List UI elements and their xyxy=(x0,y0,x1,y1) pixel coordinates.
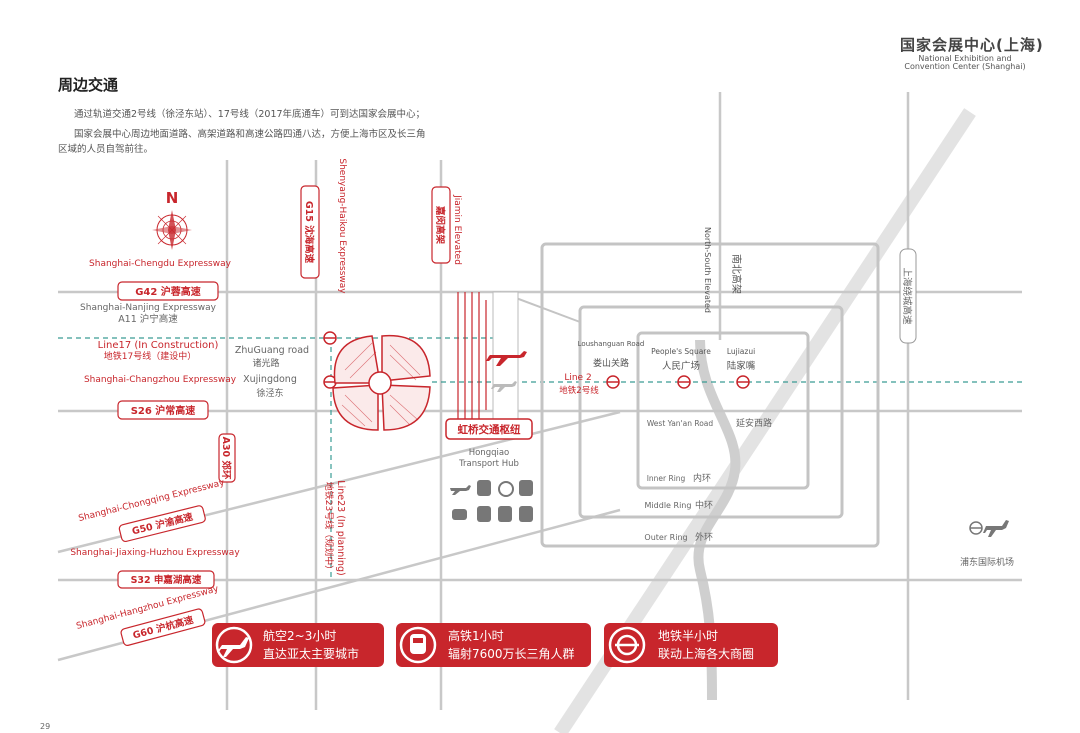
zhuguang-chinese-label: 诸光路 xyxy=(252,357,279,369)
banner-rail: 高铁1小时 辐射7600万长三角人群 xyxy=(396,623,591,667)
g15-badge xyxy=(300,185,320,279)
g42-badge xyxy=(117,281,219,301)
inner-ring xyxy=(636,331,810,490)
intro-text-1: 通过轨道交通2号线（徐泾东站）、17号线（2017年底通车）可到达国家会展中心； xyxy=(74,109,426,120)
outer-expressway-label: 上海绕城高速 xyxy=(901,267,913,325)
lujiazui-english-label: Lujiazui xyxy=(727,347,755,356)
g15-badge-label: G15 沈海高速 xyxy=(303,201,315,264)
bus-icon xyxy=(477,480,491,496)
a11-english-label: Shanghai-Nanjing Expressway xyxy=(80,303,217,313)
logo-subtitle-line2: Convention Center (Shanghai) xyxy=(904,62,1026,71)
xujingdong-english-label: Xujingdong xyxy=(243,374,297,385)
compass-north-label: N xyxy=(166,189,179,207)
hub-english-label-2: Transport Hub xyxy=(458,459,519,469)
line2-chinese-label: 地铁2号线 xyxy=(559,385,599,396)
metro-station-icon xyxy=(323,331,337,345)
zhuguang-english-label: ZhuGuang road xyxy=(235,345,309,356)
line23-english-label: Line23 (In planning) xyxy=(335,480,346,575)
banner-metro-line2: 联动上海各大商圈 xyxy=(658,646,754,661)
banner-rail-line1: 高铁1小时 xyxy=(448,628,504,643)
outer-ring xyxy=(540,242,880,548)
airplane-icon xyxy=(983,520,1009,537)
airplane-icon xyxy=(217,637,249,657)
airplane-icon xyxy=(450,485,471,495)
jiamin-badge xyxy=(431,186,451,264)
intro-text-2: 国家会展中心周边地面道路、高架道路和高速公路四通八达，方便上海市区及长三角 xyxy=(74,129,426,140)
logo-subtitle-line1: National Exhibition and xyxy=(918,54,1012,63)
peoples-square-chinese-label: 人民广场 xyxy=(662,360,700,372)
outer-ring-chinese-label: 外环 xyxy=(695,531,713,543)
train-icon xyxy=(410,634,426,654)
venue-hatch xyxy=(341,342,421,427)
jiamin-english-label: Jiamin Elevated xyxy=(452,194,462,265)
line23-chinese-label: 地铁23号线（规划中） xyxy=(323,482,335,574)
page-number: 29 xyxy=(40,722,51,731)
jiamin-badge-label: 嘉闵高架 xyxy=(434,205,446,245)
lujiazui-chinese-label: 陆家嘴 xyxy=(727,360,756,372)
bus-icon xyxy=(477,506,491,522)
metro-icon xyxy=(969,521,983,535)
s32-badge-label: S32 申嘉湖高速 xyxy=(131,574,202,586)
hongqiao-rail-tracks xyxy=(457,292,487,420)
train-icon xyxy=(519,480,533,496)
north-south-chinese-label: 南北高架 xyxy=(730,254,743,294)
s26-english-label: Shanghai-Changzhou Expressway xyxy=(84,375,237,385)
g60-badge xyxy=(120,608,206,646)
a30-badge-label: A30 郊环 xyxy=(220,437,232,480)
banner-rail-line2: 辐射7600万长三角人群 xyxy=(448,646,575,661)
g50-badge xyxy=(118,505,206,543)
intro-text-3: 区域的人员自驾前往。 xyxy=(58,144,154,155)
banner-air-line1: 航空2~3小时 xyxy=(263,628,336,643)
loushanguan-chinese-label: 娄山关路 xyxy=(593,357,629,369)
g42-english-label: Shanghai-Chengdu Expressway xyxy=(89,259,232,269)
hub-english-label-1: Hongqiao xyxy=(469,448,510,458)
hub-chinese-label: 虹桥交通枢纽 xyxy=(458,423,521,436)
metro-station-icon xyxy=(606,375,620,389)
bus-icon xyxy=(498,506,512,522)
page-title: 周边交通 xyxy=(58,76,119,94)
g15-english-label: Shenyang-Haikou Expressway xyxy=(337,158,347,294)
metro-station-icon xyxy=(677,375,691,389)
yanan-english-label: West Yan'an Road xyxy=(647,419,714,428)
car-icon xyxy=(452,509,467,520)
metro-station-icon xyxy=(323,375,337,389)
pudong-airport-label: 浦东国际机场 xyxy=(960,556,1014,568)
banner-metro: 地铁半小时 联动上海各大商圈 xyxy=(604,623,778,667)
outer-ring-english-label: Outer Ring xyxy=(644,533,687,542)
middle-ring xyxy=(578,305,844,519)
inner-ring-english-label: Inner Ring xyxy=(647,474,686,483)
logo-title: 国家会展中心(上海) xyxy=(900,36,1044,54)
peoples-square-english-label: People's Square xyxy=(651,347,711,356)
line17-chinese-label: 地铁17号线（建设中） xyxy=(104,350,196,362)
banner-metro-line1: 地铁半小时 xyxy=(658,629,718,643)
metro-icon xyxy=(498,481,514,497)
s26-badge-label: S26 沪常高速 xyxy=(131,404,196,417)
metro-station-icon xyxy=(736,375,750,389)
compass-icon xyxy=(152,210,192,250)
north-south-english-label: North-South Elevated xyxy=(703,227,712,313)
s32-english-label: Shanghai-Jiaxing-Huzhou Expressway xyxy=(70,548,240,558)
a30-badge xyxy=(218,433,236,483)
a11-label: A11 沪宁高速 xyxy=(118,313,178,325)
loushanguan-english-label: Loushanguan Road xyxy=(578,340,645,348)
yanan-chinese-label: 延安西路 xyxy=(736,417,772,429)
banner-air: 航空2~3小时 直达亚太主要城市 xyxy=(212,623,384,667)
line17-english-label: Line17 (In Construction) xyxy=(98,340,219,351)
airplane-icon xyxy=(486,351,527,366)
inner-ring-chinese-label: 内环 xyxy=(693,472,711,484)
train-icon xyxy=(519,506,533,522)
g42-badge-label: G42 沪蓉高速 xyxy=(135,285,201,298)
s26-badge xyxy=(117,400,209,420)
middle-ring-chinese-label: 中环 xyxy=(695,499,713,511)
hub-badge xyxy=(445,418,533,440)
xujingdong-chinese-label: 徐泾东 xyxy=(256,387,283,399)
banner-air-line2: 直达亚太主要城市 xyxy=(263,646,359,661)
outer-expressway-badge xyxy=(899,248,917,344)
venue-clover-icon xyxy=(332,334,431,431)
airplane-icon xyxy=(491,381,517,392)
s32-badge xyxy=(117,570,215,589)
line2-english-label: Line 2 xyxy=(564,373,591,383)
middle-ring-english-label: Middle Ring xyxy=(645,501,692,510)
